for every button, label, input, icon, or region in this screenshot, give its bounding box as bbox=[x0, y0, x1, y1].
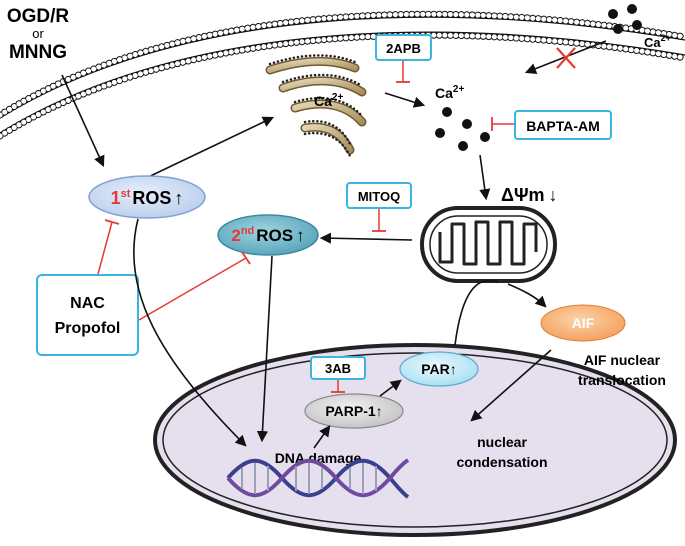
aif-label: AIF bbox=[572, 315, 595, 331]
dna-damage-label: DNA damage bbox=[275, 450, 362, 466]
arrow-er-to-calcium bbox=[384, 92, 426, 108]
inhibit-bar-nac-ros1 bbox=[104, 219, 120, 225]
arrow-ros1-to-er bbox=[141, 116, 275, 181]
arrow-mito-to-ros2 bbox=[319, 232, 413, 244]
aif-node bbox=[540, 304, 626, 342]
trigger-line2: or bbox=[32, 26, 44, 41]
inhibit-line-nac-ros1 bbox=[97, 221, 113, 275]
inhibit-bar-nac-ros2 bbox=[241, 251, 251, 265]
inhibitor-nac-label: NAC bbox=[70, 295, 105, 312]
nucleus bbox=[153, 343, 677, 537]
endoplasmic-reticulum bbox=[265, 54, 367, 158]
par-node bbox=[399, 351, 479, 387]
arrow-trigger-to-ros1 bbox=[61, 74, 105, 168]
inhibitor-3ab-label: 3AB bbox=[325, 361, 351, 376]
condensation-line2: condensation bbox=[456, 454, 547, 470]
extracellular-calcium-dots bbox=[608, 4, 642, 34]
arrow-ros2-to-dna bbox=[256, 255, 273, 443]
arrow-aif-to-condensation bbox=[470, 349, 552, 422]
arrow-ros1-to-dna bbox=[133, 218, 247, 447]
ros2-node bbox=[217, 214, 319, 256]
blocked-influx-x-icon bbox=[556, 47, 576, 69]
inhibitor-2apb-box bbox=[375, 34, 432, 61]
arrow-mito-to-aif bbox=[507, 283, 547, 308]
extracellular-calcium-label: Ca2+ bbox=[644, 33, 671, 50]
cell-membrane bbox=[0, 10, 685, 140]
parp1-label: PARP-1↑ bbox=[325, 403, 382, 419]
arrow-parp-to-par bbox=[379, 379, 402, 397]
par-label: PAR↑ bbox=[421, 361, 457, 377]
mitochondrion bbox=[420, 206, 557, 283]
condensation-line1: nuclear bbox=[477, 434, 527, 450]
inhibitor-3ab-box bbox=[310, 356, 366, 380]
parp1-node bbox=[304, 393, 404, 429]
link-mito-to-par bbox=[454, 279, 499, 346]
cytosol-calcium-label: Ca2+ bbox=[435, 84, 464, 101]
inhibitor-2apb-label: 2APB bbox=[386, 41, 421, 56]
inhibitor-propofol-label: Propofol bbox=[55, 320, 121, 337]
cytosol-calcium-dots bbox=[435, 107, 490, 151]
inhibit-line-nac-ros2 bbox=[138, 257, 247, 321]
arrow-calcium-to-mito bbox=[479, 154, 491, 201]
aif-translocation-line2: translocation bbox=[578, 372, 666, 388]
dna-helix-icon bbox=[226, 458, 410, 499]
inhibitor-bapta-box bbox=[514, 110, 612, 140]
inhibitor-nac-box bbox=[36, 274, 139, 356]
aif-translocation-line1: AIF nuclear bbox=[584, 352, 661, 368]
mito-potential-label: ΔΨm↓ bbox=[501, 185, 558, 205]
er-calcium-label: Ca2+ bbox=[314, 92, 343, 109]
nucleus-inner-membrane bbox=[162, 352, 668, 528]
inhibitor-mitoq-label: MITOQ bbox=[358, 189, 400, 204]
arrow-dna-to-parp bbox=[313, 425, 331, 449]
ros1-node bbox=[88, 175, 206, 219]
trigger-line1: OGD/R bbox=[7, 6, 70, 27]
inhibitor-mitoq-box bbox=[346, 182, 412, 209]
trigger-line3: MNNG bbox=[9, 42, 67, 63]
inhibitor-bapta-label: BAPTA-AM bbox=[526, 118, 600, 134]
